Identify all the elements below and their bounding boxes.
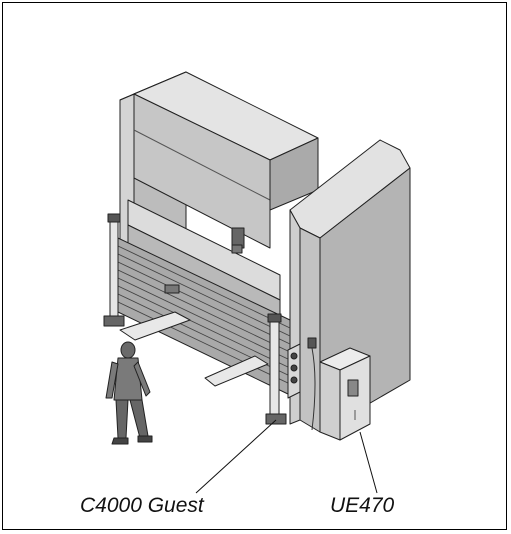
upper-beam: [133, 71, 319, 249]
ue470-cabinet: [319, 347, 371, 441]
callout-label-c4000: C4000 Guest: [80, 494, 204, 517]
callout-line-c4000: [195, 419, 277, 494]
callout-label-ue470: UE470: [330, 494, 395, 517]
control-pendant: [287, 337, 317, 431]
ram-section: [127, 199, 281, 319]
callout-line-ue470: [359, 431, 378, 494]
operator-figure: [105, 341, 153, 445]
figure-frame: [2, 2, 507, 530]
light-curtain-left: [103, 213, 125, 327]
press-bed: [117, 237, 291, 396]
light-curtain-right: [265, 313, 287, 425]
